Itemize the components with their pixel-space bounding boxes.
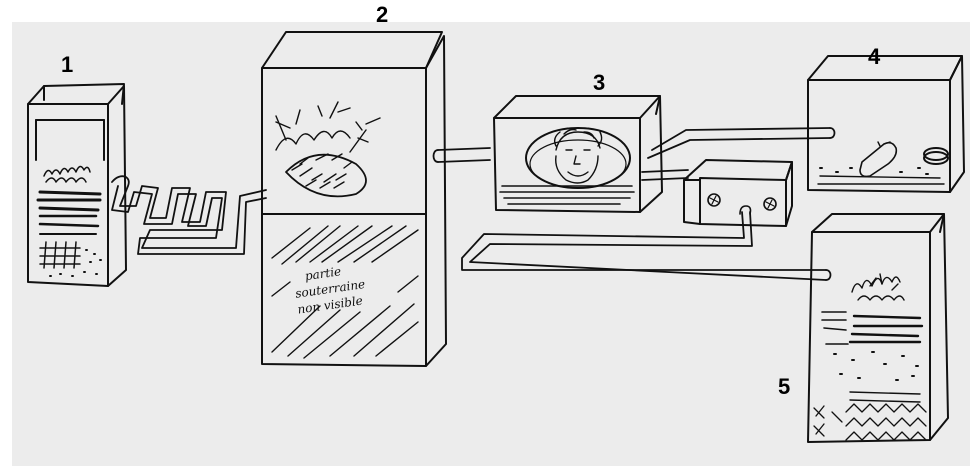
box-label-3: 3 — [593, 72, 605, 94]
box-label-5: 5 — [778, 376, 790, 398]
box-2-annotation: partie souterraine non visible — [292, 260, 368, 318]
box-label-4: 4 — [868, 46, 880, 68]
box-label-1: 1 — [61, 54, 73, 76]
box-label-2: 2 — [376, 4, 388, 26]
